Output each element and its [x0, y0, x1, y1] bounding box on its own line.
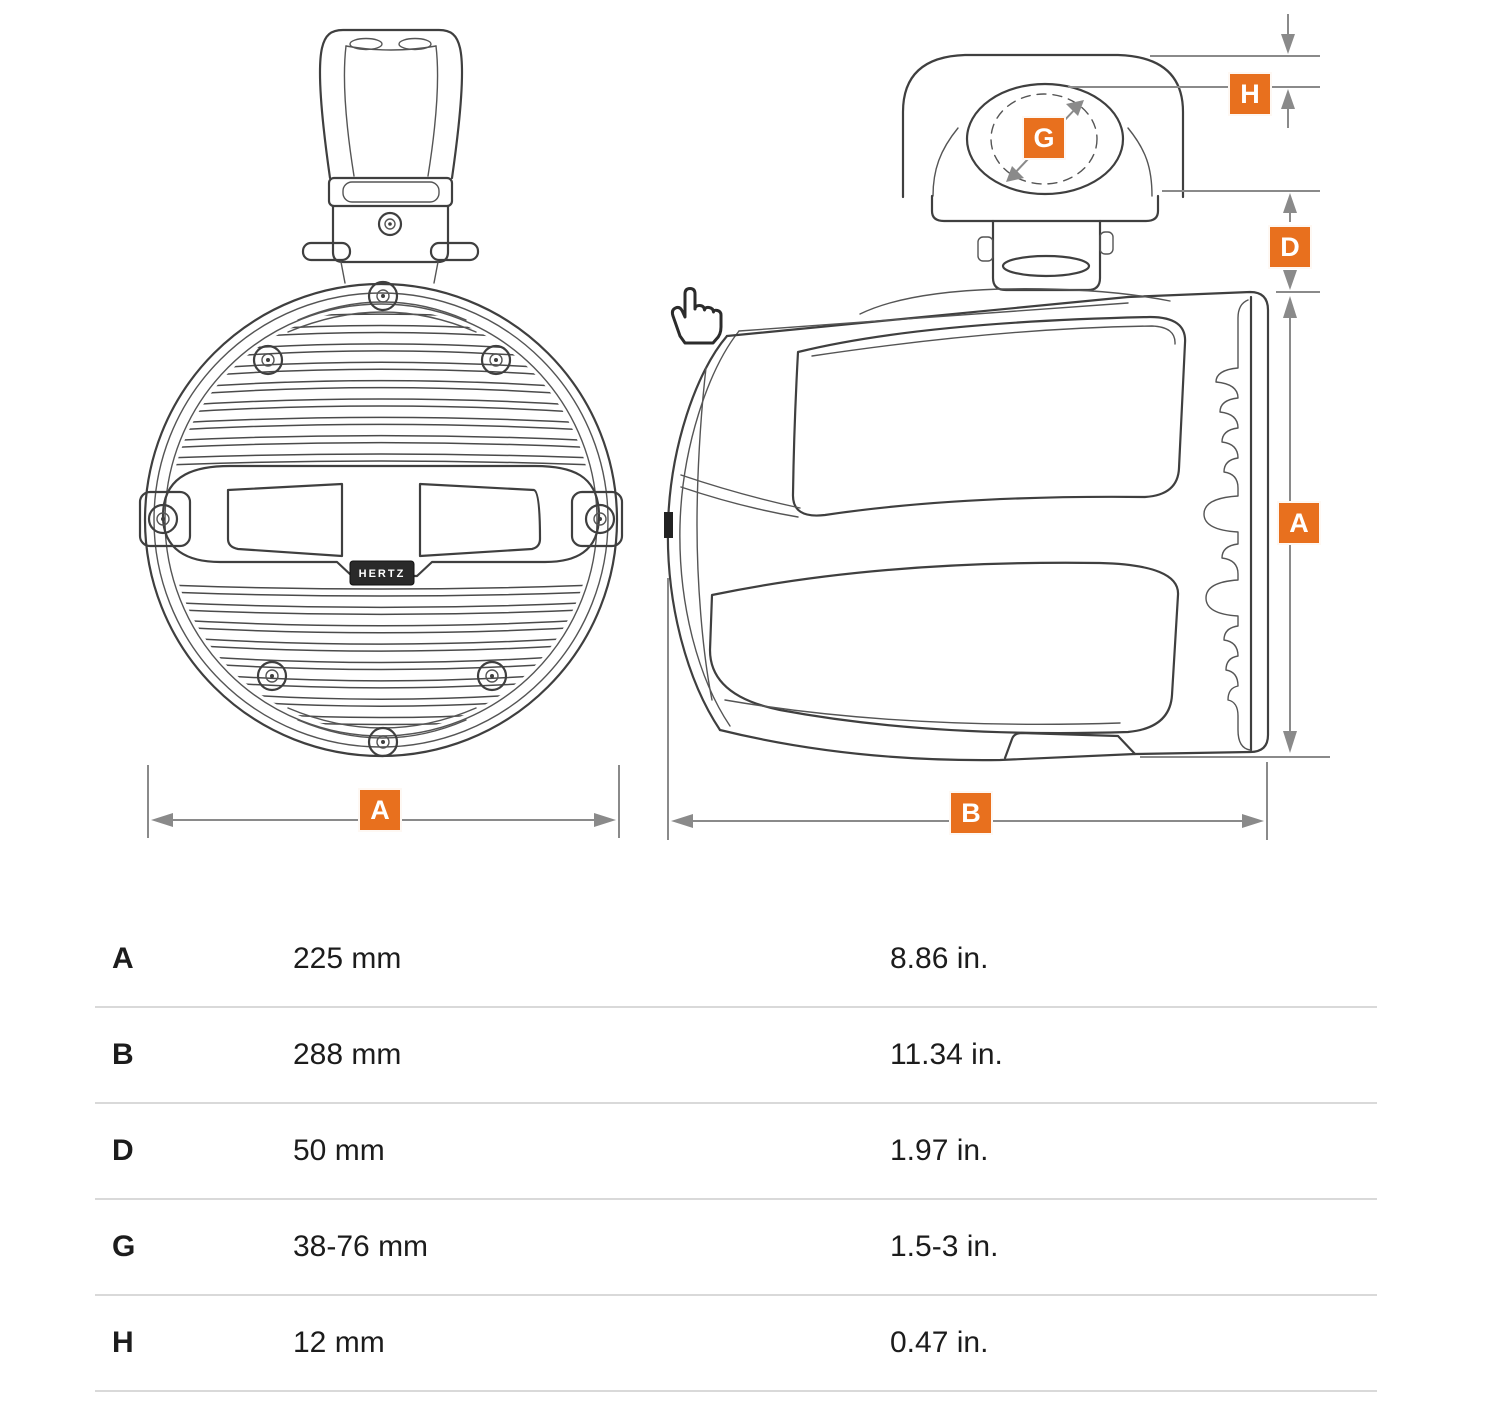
- spec-value-in: 1.5-3 in.: [890, 1230, 999, 1263]
- spec-value-mm: 50 mm: [293, 1134, 385, 1167]
- dim-label-a-front: A: [358, 788, 402, 832]
- grille-screws: [147, 280, 616, 758]
- spec-letter: B: [112, 1038, 134, 1071]
- spec-letter: A: [112, 942, 134, 975]
- spec-value-mm: 288 mm: [293, 1038, 402, 1071]
- front-grille: HERTZ: [138, 280, 624, 758]
- spec-value-in: 1.97 in.: [890, 1134, 989, 1167]
- spec-value-in: 0.47 in.: [890, 1326, 989, 1359]
- table-row: H 12 mm 0.47 in.: [95, 1296, 1377, 1392]
- dim-label-h: H: [1228, 72, 1272, 116]
- spec-letter: G: [112, 1230, 136, 1263]
- spec-value-mm: 38-76 mm: [293, 1230, 429, 1263]
- side-clamp: [901, 53, 1185, 292]
- hertz-logo-badge: HERTZ: [349, 560, 415, 586]
- spec-letter: D: [112, 1134, 134, 1167]
- cap-height-dimension: [1068, 14, 1320, 128]
- front-clamp-handle: [301, 28, 480, 284]
- dim-label-a-side: A: [1277, 501, 1321, 545]
- spec-value-mm: 225 mm: [293, 942, 402, 975]
- spec-value-in: 8.86 in.: [890, 942, 989, 975]
- dim-label-d: D: [1268, 225, 1312, 269]
- spec-letter: H: [112, 1326, 134, 1359]
- side-body: [664, 288, 1270, 762]
- cursor-pointer-icon: [670, 287, 723, 345]
- table-row: B 288 mm 11.34 in.: [95, 1008, 1377, 1104]
- spec-value-in: 11.34 in.: [890, 1038, 1003, 1071]
- dim-label-g: G: [1022, 116, 1066, 160]
- clamp-offset-dimension: [1162, 190, 1320, 293]
- dim-label-b: B: [949, 791, 993, 835]
- table-row: A 225 mm 8.86 in.: [95, 912, 1377, 1008]
- side-view-drawing: [664, 14, 1330, 840]
- hertz-logo-text: HERTZ: [359, 568, 406, 580]
- spec-value-mm: 12 mm: [293, 1326, 385, 1359]
- dimension-diagram: HERTZ: [138, 14, 1330, 840]
- table-row: D 50 mm 1.97 in.: [95, 1104, 1377, 1200]
- front-view-drawing: HERTZ: [138, 28, 624, 838]
- dimensions-table: A 225 mm 8.86 in. B 288 mm 11.34 in. D 5…: [95, 912, 1377, 1392]
- table-row: G 38-76 mm 1.5-3 in.: [95, 1200, 1377, 1296]
